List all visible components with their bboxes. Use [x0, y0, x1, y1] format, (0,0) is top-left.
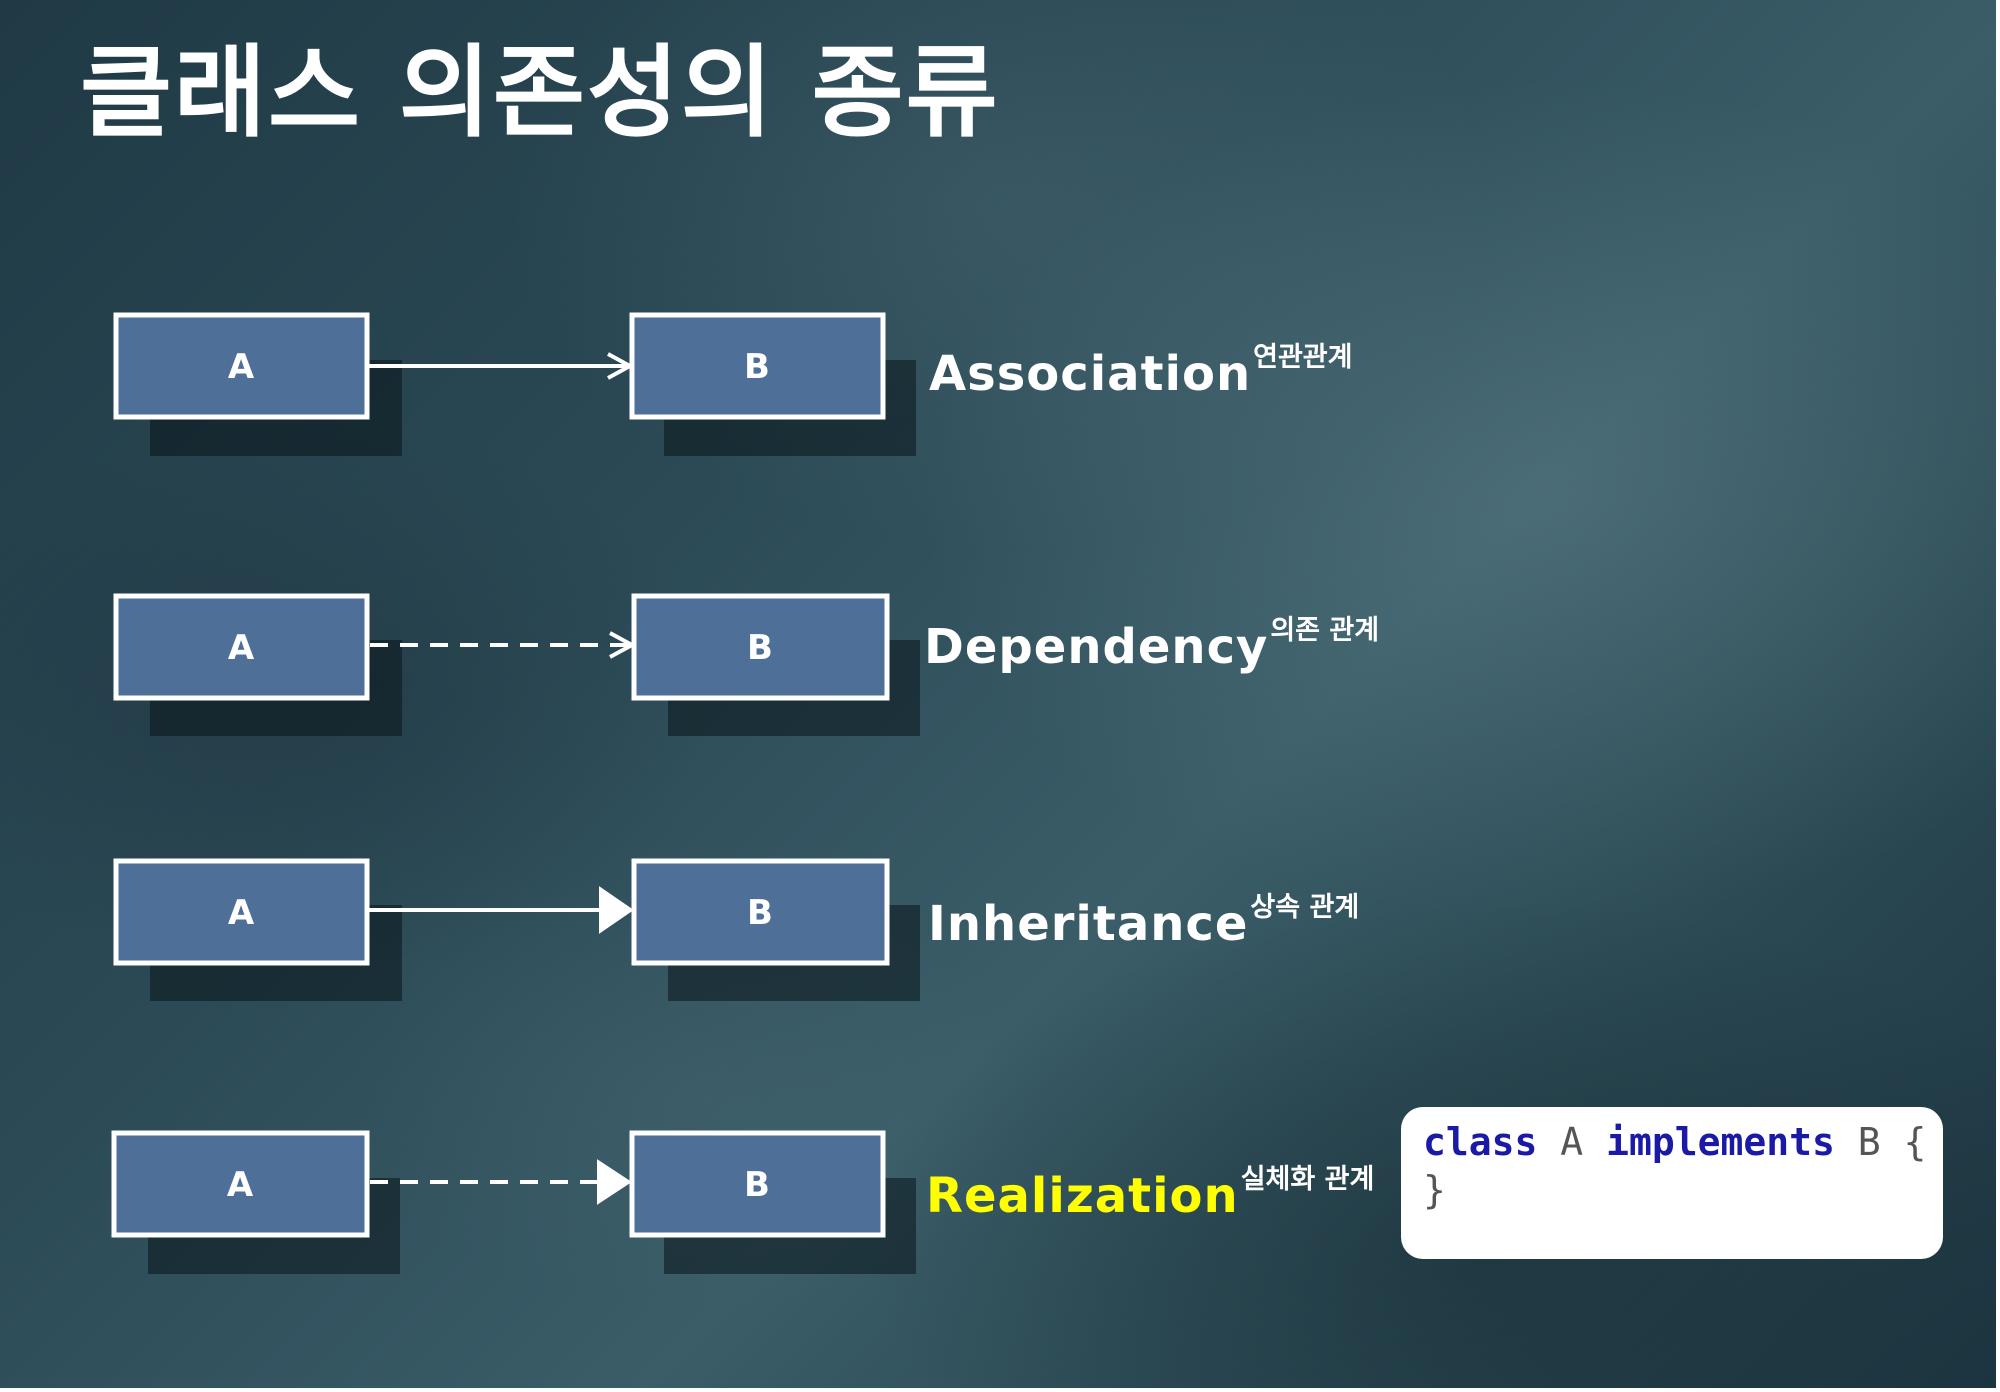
slide-title: 클래스 의존성의 종류 — [80, 34, 1000, 151]
inheritance-target-label: B — [747, 893, 773, 933]
dependency-source-box — [113, 593, 370, 701]
association-open-arrowhead — [607, 352, 635, 380]
realization-source-box — [111, 1130, 370, 1238]
code-keyword-class: class — [1423, 1120, 1538, 1164]
dependency-row: A B — [113, 593, 920, 736]
code-class-name: A — [1560, 1120, 1584, 1164]
dependency-target-label: B — [747, 628, 773, 668]
realization-triangle-arrowhead — [597, 1159, 632, 1205]
inheritance-label: Inheritance상속 관계 — [928, 894, 1359, 948]
inheritance-target-box — [631, 858, 890, 966]
code-interface-name: B — [1857, 1120, 1881, 1164]
realization-name: Realization — [926, 1168, 1239, 1224]
association-name: Association — [929, 346, 1252, 402]
inheritance-source-box — [113, 858, 370, 966]
realization-target-label: B — [744, 1165, 770, 1205]
association-target-label: B — [744, 347, 770, 387]
realization-korean: 실체화 관계 — [1240, 1164, 1375, 1195]
association-korean: 연관관계 — [1253, 342, 1353, 373]
association-row: A B — [113, 312, 916, 456]
code-close-brace: } — [1423, 1167, 1446, 1212]
dependency-name: Dependency — [924, 619, 1269, 675]
association-label: Association연관관계 — [929, 344, 1352, 398]
dependency-korean: 의존 관계 — [1270, 615, 1380, 646]
dependency-label: Dependency의존 관계 — [924, 617, 1379, 671]
inheritance-row: A B — [113, 858, 920, 1001]
dependency-target-box — [631, 593, 890, 701]
association-target-box — [629, 312, 886, 420]
realization-label: Realization실체화 관계 — [926, 1166, 1374, 1220]
inheritance-name: Inheritance — [928, 896, 1249, 952]
inheritance-source-label: A — [228, 893, 255, 933]
realization-row: A B — [111, 1130, 916, 1274]
realization-target-box — [629, 1130, 886, 1238]
dependency-open-arrowhead — [609, 631, 637, 659]
code-example-box: class A implements B { } — [1401, 1107, 1943, 1259]
dependency-source-label: A — [228, 628, 255, 668]
inheritance-triangle-arrowhead — [599, 886, 634, 934]
code-open-brace: { — [1903, 1120, 1927, 1164]
realization-source-label: A — [227, 1165, 254, 1205]
inheritance-korean: 상속 관계 — [1250, 892, 1360, 923]
code-keyword-implements: implements — [1606, 1120, 1835, 1164]
association-source-label: A — [228, 347, 255, 387]
